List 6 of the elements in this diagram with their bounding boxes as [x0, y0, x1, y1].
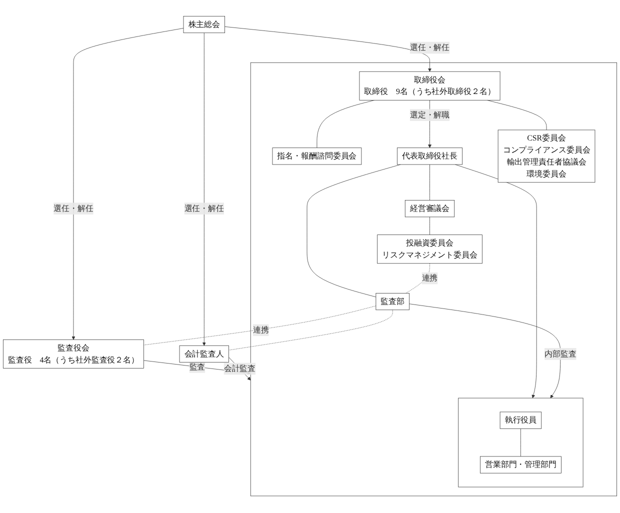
connector [228, 310, 393, 351]
cluster [458, 398, 584, 488]
connector [306, 164, 401, 298]
connector [406, 264, 430, 294]
connector [144, 306, 376, 346]
connector [520, 428, 521, 458]
